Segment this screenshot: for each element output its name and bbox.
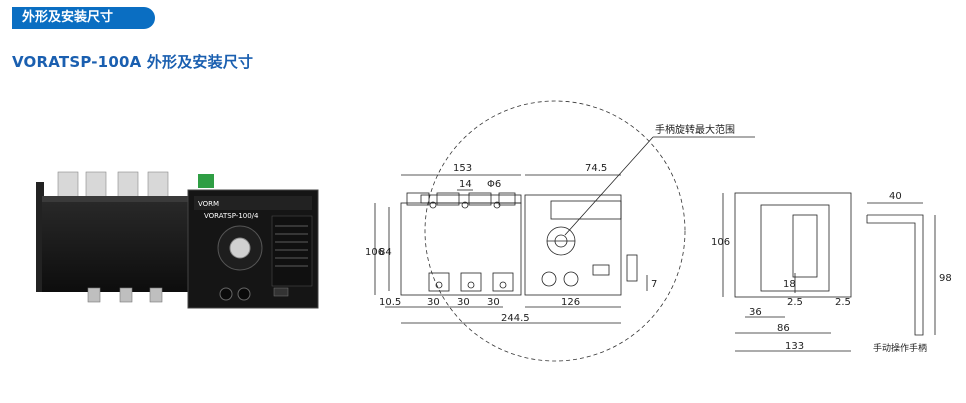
dim-244-5: 244.5: [501, 313, 530, 324]
handle-knob-icon: [229, 237, 251, 259]
dim-2-5-a: 2.5: [787, 297, 803, 308]
dim-106-front: 106: [365, 247, 384, 258]
dim-84: 84: [379, 247, 392, 258]
dim-30-a: 30: [427, 297, 440, 308]
section-tab: 外形及安装尺寸: [12, 7, 155, 29]
dim-2-5-b: 2.5: [835, 297, 851, 308]
brand-label: VORM: [198, 200, 219, 208]
dim-18: 18: [783, 279, 796, 290]
rotation-range-label: 手柄旋转最大范围: [655, 123, 735, 136]
dim-7: 7: [651, 279, 657, 290]
dim-86: 86: [777, 323, 790, 334]
page-title: VORATSP-100A 外形及安装尺寸: [12, 53, 254, 71]
dim-30-c: 30: [487, 297, 500, 308]
dim-98: 98: [939, 273, 952, 284]
dim-36: 36: [749, 307, 762, 318]
dim-153: 153: [453, 163, 472, 174]
dim-phi6: Φ6: [487, 179, 501, 190]
dim-133: 133: [785, 341, 804, 352]
dim-30-b: 30: [457, 297, 470, 308]
handle-rotation-circle: [424, 100, 686, 362]
dim-74-5: 74.5: [585, 163, 607, 174]
product-photo: VORM VORATSP-100/4: [36, 171, 319, 309]
dim-106-side: 106: [711, 237, 730, 248]
dim-40: 40: [889, 191, 902, 202]
dimension-drawing: 手柄旋转最大范围 153 74.5 14 Φ6 106 84 7 10.5 30…: [365, 100, 952, 362]
dim-10-5: 10.5: [379, 297, 401, 308]
dim-14: 14: [459, 179, 472, 190]
model-label: VORATSP-100/4: [204, 212, 259, 220]
dim-126: 126: [561, 297, 580, 308]
handle-label: 手动操作手柄: [873, 342, 927, 354]
